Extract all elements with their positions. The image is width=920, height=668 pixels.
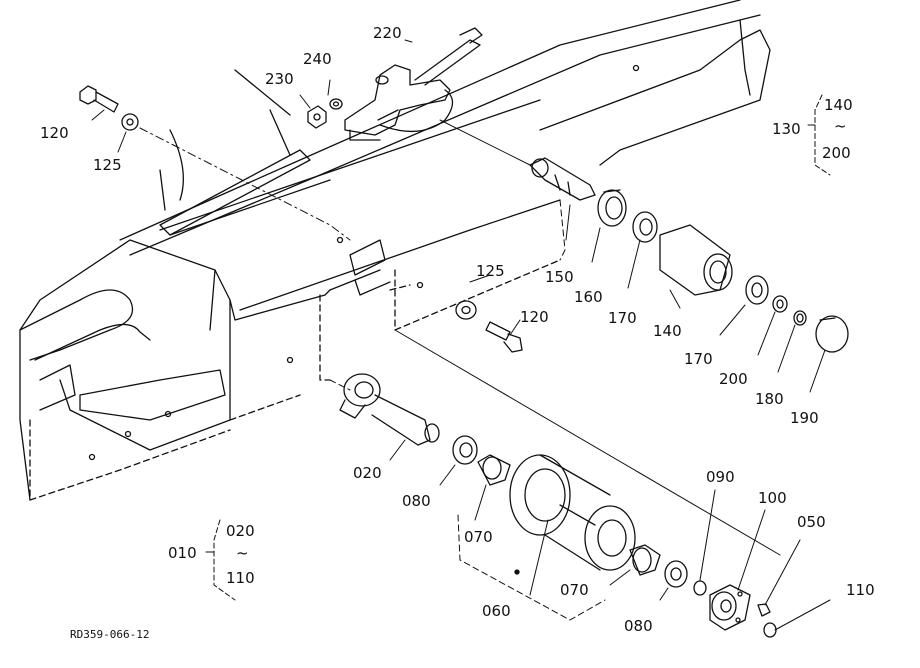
label-070-upper: 070 — [464, 528, 493, 546]
leaders-lower — [389, 439, 831, 631]
axle-dash — [559, 199, 566, 261]
o-ring-090 — [693, 580, 707, 596]
label-240: 240 — [303, 50, 332, 68]
label-230: 230 — [265, 70, 294, 88]
shaft-dash — [329, 379, 351, 391]
roller-060 — [509, 454, 636, 571]
bearing-080-lower — [664, 560, 688, 588]
group-right-sep: ~ — [834, 117, 847, 135]
drawing-code: RD359-066-12 — [70, 628, 150, 641]
track-frame — [19, 0, 771, 501]
washer-125-upper — [121, 113, 139, 131]
group-left-from: 020 — [226, 522, 255, 540]
cap-190 — [815, 315, 849, 353]
label-020: 020 — [353, 464, 382, 482]
shaft-020 — [339, 373, 440, 446]
label-160: 160 — [574, 288, 603, 306]
bearing-080-upper — [452, 435, 478, 465]
assembly-line-axle — [439, 119, 531, 166]
label-090: 090 — [706, 468, 735, 486]
leaders-upper-right — [469, 204, 826, 393]
bearing-170-upper — [632, 211, 658, 243]
snap-ring-180 — [793, 310, 807, 326]
label-170-upper: 170 — [608, 309, 637, 327]
label-110: 110 — [846, 581, 875, 599]
hub-100 — [709, 584, 751, 631]
label-200: 200 — [719, 370, 748, 388]
group-right-to: 200 — [822, 144, 851, 162]
group-bracket-left — [205, 519, 236, 601]
seal-160 — [597, 189, 627, 227]
roller-dash — [457, 514, 606, 621]
label-180: 180 — [755, 390, 784, 408]
group-ref-right: 130 — [772, 120, 801, 138]
label-170-lower: 170 — [684, 350, 713, 368]
assembly-line-lower — [394, 329, 781, 556]
bolt-120-upper — [79, 85, 119, 113]
label-100: 100 — [758, 489, 787, 507]
leaders-upper-left — [91, 39, 413, 153]
assembly-line-upper — [139, 127, 351, 241]
label-080-lower: 080 — [624, 617, 653, 635]
label-060: 060 — [482, 602, 511, 620]
label-120-middle: 120 — [520, 308, 549, 326]
nut-230 — [307, 105, 327, 129]
label-080-upper: 080 — [402, 492, 431, 510]
group-ref-left: 010 — [168, 544, 197, 562]
bolt-120-middle — [485, 321, 523, 353]
label-125-upper: 125 — [93, 156, 122, 174]
label-070-lower: 070 — [560, 581, 589, 599]
group-right-from: 140 — [824, 96, 853, 114]
washer-125-middle — [455, 300, 477, 320]
label-125-middle: 125 — [476, 262, 505, 280]
washer-240 — [329, 98, 343, 110]
label-190: 190 — [790, 409, 819, 427]
axle-150 — [529, 157, 596, 201]
label-220: 220 — [373, 24, 402, 42]
label-120-upper: 120 — [40, 124, 69, 142]
label-140: 140 — [653, 322, 682, 340]
group-left-to: 110 — [226, 569, 255, 587]
label-050: 050 — [797, 513, 826, 531]
top-bracket — [344, 27, 483, 141]
roller-mark — [514, 569, 520, 575]
plug-050 — [757, 603, 771, 617]
ring-110 — [763, 622, 777, 638]
bushing-070-upper — [477, 454, 511, 486]
bearing-170-lower — [745, 275, 769, 305]
group-bracket-right — [807, 94, 831, 176]
group-left-sep: ~ — [236, 544, 249, 562]
washer-200 — [772, 295, 788, 313]
collar-140 — [659, 224, 733, 296]
bushing-070-lower — [629, 544, 661, 576]
label-150: 150 — [545, 268, 574, 286]
